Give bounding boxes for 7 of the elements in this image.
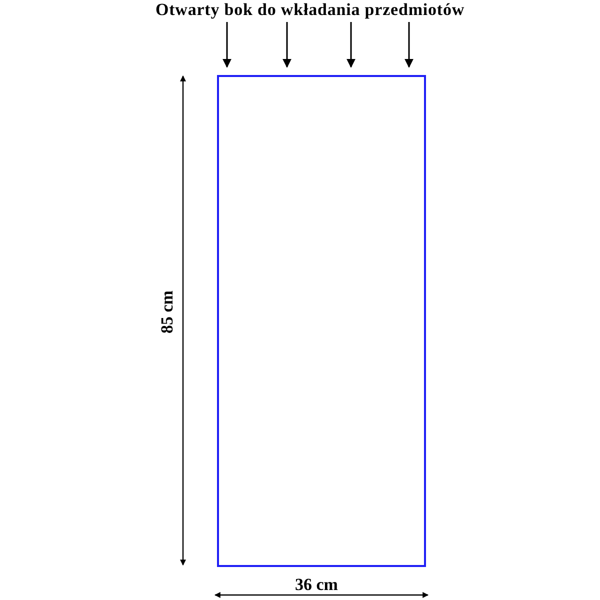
dimension-label: 36 cm [295,576,338,594]
bag-outline [217,75,426,567]
arrow [282,22,292,68]
arrow [222,22,232,68]
arrow [346,22,356,68]
heading-text: Otwarty bok do wkładania przedmiotów [150,0,470,20]
arrow [404,22,414,68]
